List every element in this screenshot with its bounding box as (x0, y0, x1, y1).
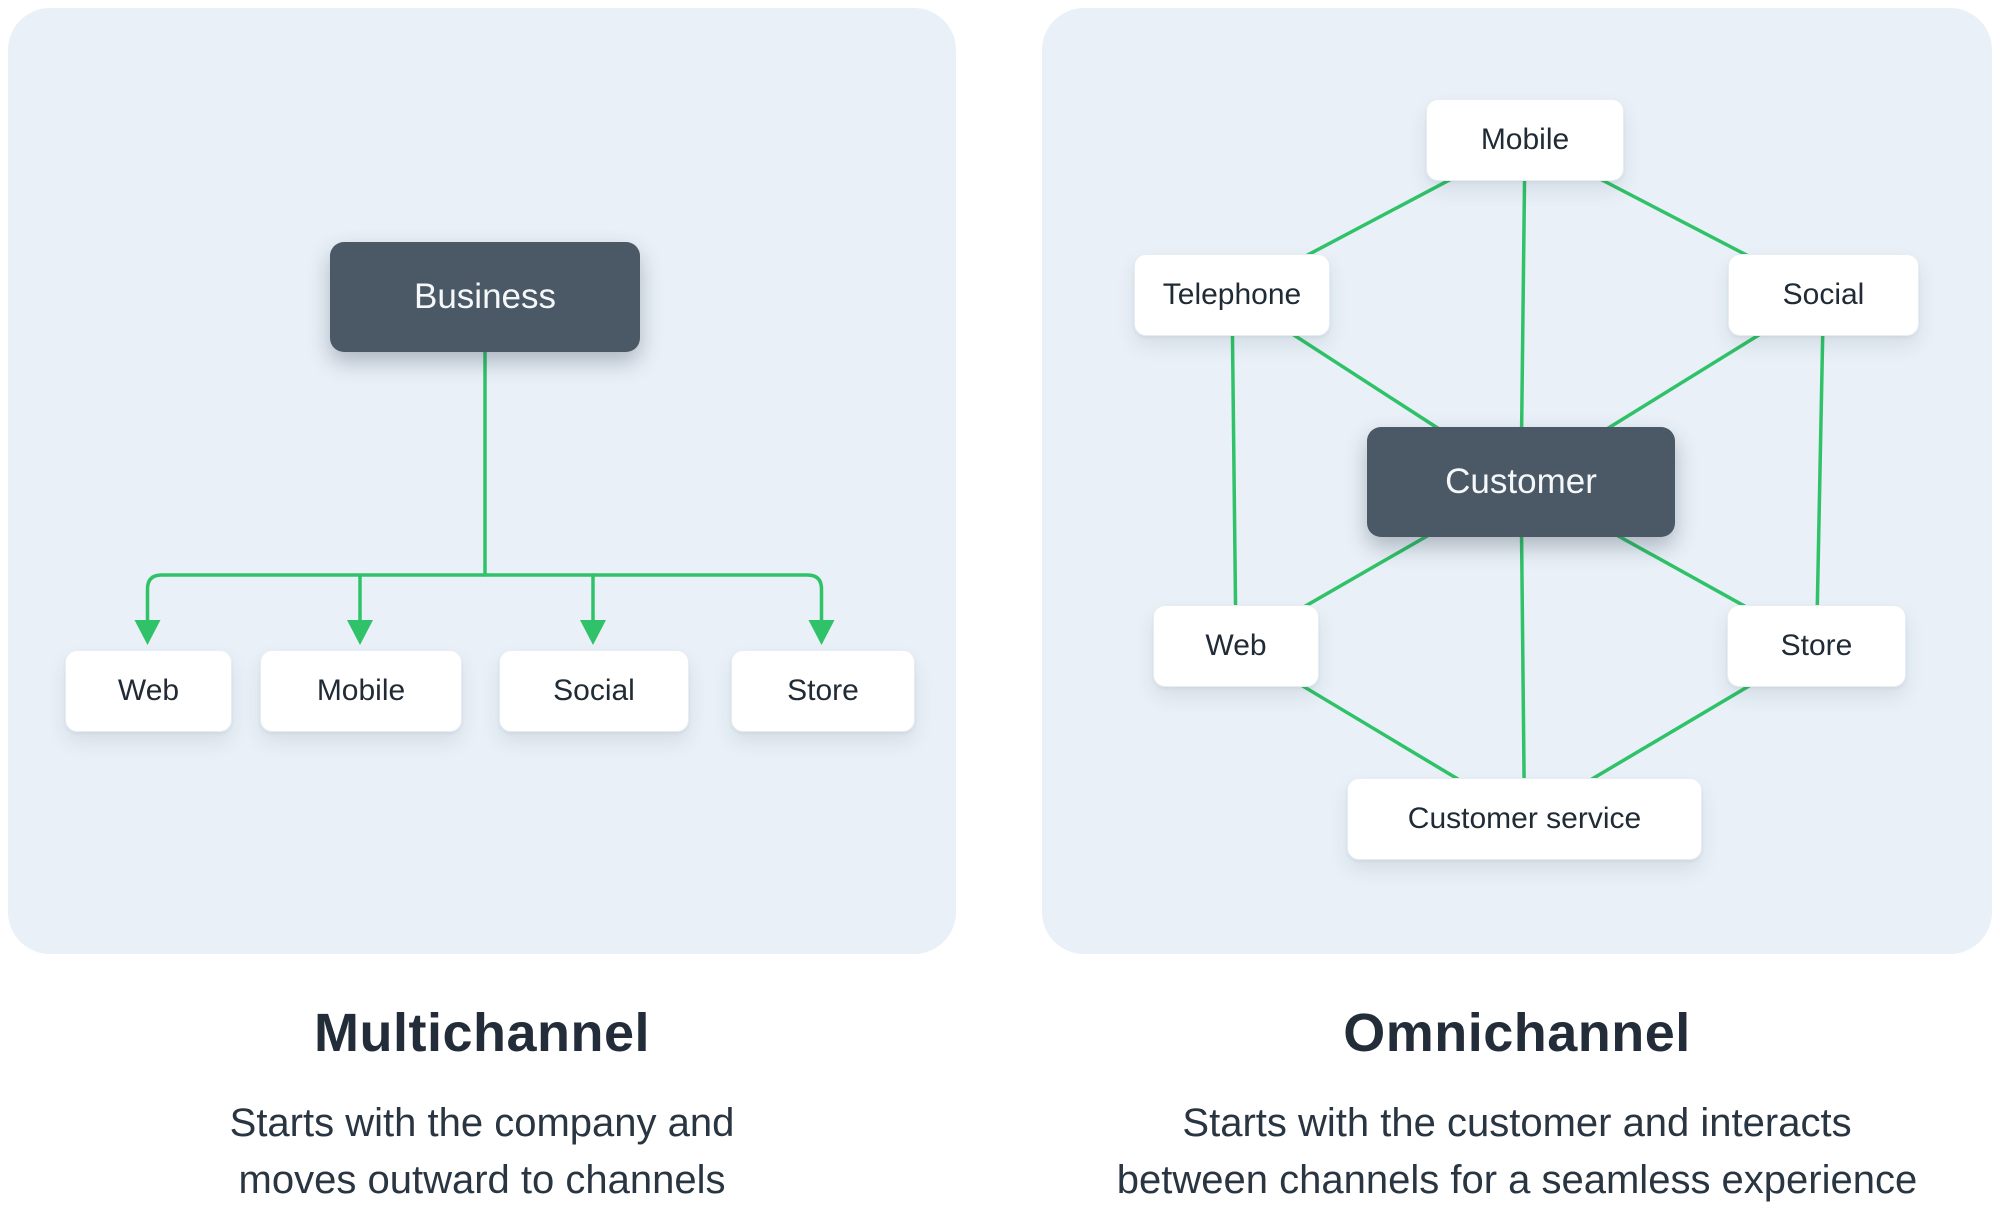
node-web-omnichannel: Web (1153, 605, 1319, 687)
omnichannel-heading: Omnichannel (1343, 1003, 1691, 1063)
multichannel-description-line1: Starts with the company and (229, 1101, 735, 1145)
multichannel-description: Starts with the company and moves outwar… (8, 1095, 956, 1209)
node-social-omnichannel: Social (1728, 254, 1919, 336)
omnichannel-description-line1: Starts with the customer and interacts (1182, 1101, 1852, 1145)
multichannel-panel (8, 8, 956, 954)
omnichannel-description: Starts with the customer and interacts b… (1042, 1095, 1992, 1209)
node-store-multichannel: Store (731, 650, 915, 732)
node-store-omnichannel: Store (1727, 605, 1906, 687)
omnichannel-description-line2: between channels for a seamless experien… (1116, 1158, 1918, 1202)
node-customer-service: Customer service (1347, 778, 1702, 860)
multichannel-heading: Multichannel (313, 1003, 650, 1063)
node-customer: Customer (1367, 427, 1675, 537)
node-mobile-omnichannel: Mobile (1426, 99, 1624, 181)
node-social-multichannel: Social (499, 650, 689, 732)
node-telephone-omnichannel: Telephone (1134, 254, 1330, 336)
node-web-multichannel: Web (65, 650, 232, 732)
node-business: Business (330, 242, 640, 352)
multichannel-description-line2: moves outward to channels (238, 1158, 726, 1202)
node-mobile-multichannel: Mobile (260, 650, 462, 732)
